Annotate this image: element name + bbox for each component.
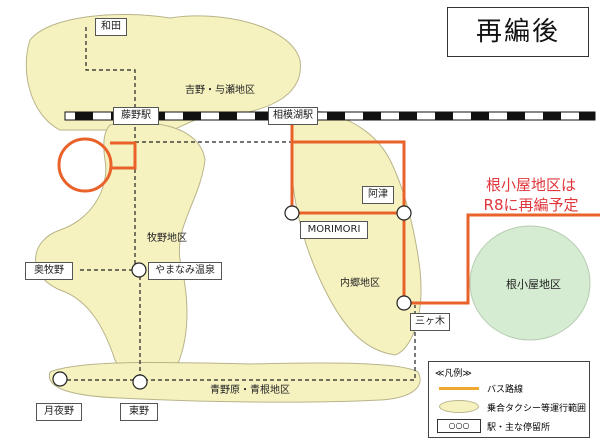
stop-morimori: MORIMORI [300,221,368,239]
legend-stops-swatch: ○○○ [437,419,481,433]
legend-taxi-area-swatch [439,400,479,413]
area-aono-nene [48,361,421,403]
area-label-naigo: 内郷地区 [340,278,380,289]
stop-sangaki: 三ヶ木 [410,313,450,331]
station-fujino: 藤野駅 [113,107,159,125]
negoya-note-line1: 根小屋地区は [485,176,576,194]
stop-higashino: 東野 [120,403,158,421]
legend-row-stops: ○○○ 駅・主な停留所 [429,417,589,435]
bus-routes [57,120,600,305]
area-label-negoya: 根小屋地区 [506,278,561,291]
legend-bus-route-swatch [439,387,479,390]
legend-row-taxi-area: 乗合タクシー等運行範囲 [429,398,589,416]
area-makino [35,122,206,380]
stop-wada: 和田 [95,18,127,36]
negoya-note: 根小屋地区は R8に再編予定 [471,175,591,215]
area-negoya [469,225,591,341]
stop-yamanami-onsen: やまなみ温泉 [148,262,222,280]
legend: ≪凡例≫ バス路線 乗合タクシー等運行範囲 ○○○ 駅・主な停留所 [428,361,590,438]
legend-stops-label: 駅・主な停留所 [487,423,551,433]
stop-azu: 阿津 [362,186,394,204]
area-label-makino: 牧野地区 [147,233,187,244]
area-yoshino-yose [25,14,301,135]
area-label-aono-nene: 青野原・青根地区 [210,385,290,396]
stop-circles [52,205,412,390]
legend-title: ≪凡例≫ [435,369,472,379]
station-sagamiko: 相模湖駅 [268,107,318,125]
legend-row-bus-route: バス路線 [429,379,589,397]
negoya-note-line2: R8に再編予定 [483,196,579,214]
page-title: 再編後 [447,7,589,57]
legend-taxi-area-label: 乗合タクシー等運行範囲 [487,404,587,414]
stop-okumakino: 奥牧野 [25,262,73,280]
dashed-routes [60,27,416,381]
stop-tsukiyono: 月夜野 [36,403,82,421]
legend-bus-route-label: バス路線 [487,385,524,395]
area-label-yoshino-yose: 吉野・与瀬地区 [185,85,255,96]
